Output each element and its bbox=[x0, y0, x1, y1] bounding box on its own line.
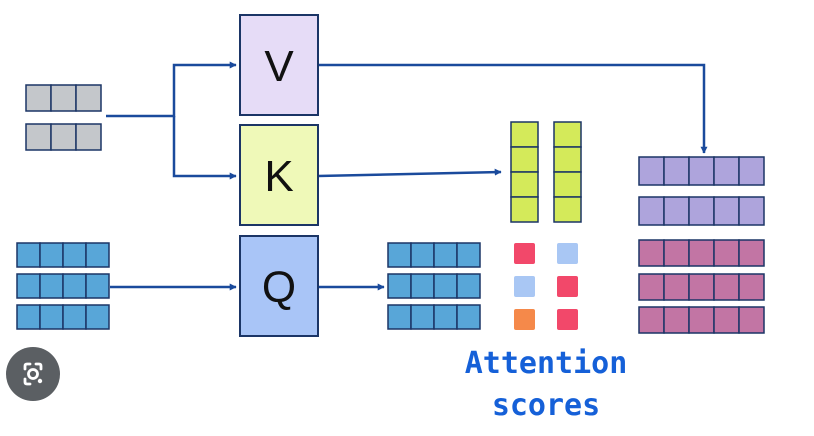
attention-score-square bbox=[557, 276, 578, 297]
query-vector-cell bbox=[387, 273, 412, 299]
google-lens-icon bbox=[23, 362, 43, 386]
output-vector-cell bbox=[688, 239, 715, 267]
key-vector-cell bbox=[553, 171, 582, 198]
google-lens-button[interactable] bbox=[6, 347, 60, 401]
output-vector-cell bbox=[638, 239, 665, 267]
output-vector-cell bbox=[638, 306, 665, 334]
query-vector-cell bbox=[433, 304, 458, 330]
input-token-cell bbox=[75, 84, 102, 112]
v-label: V bbox=[264, 42, 294, 91]
input-token-cell bbox=[25, 84, 52, 112]
query-input-cell bbox=[85, 304, 110, 330]
arrows bbox=[106, 61, 708, 291]
value-vector-cell bbox=[738, 156, 765, 186]
attention-score-square bbox=[557, 243, 578, 264]
key-vector-cell bbox=[553, 121, 582, 148]
query-vector-cell bbox=[410, 273, 435, 299]
key-vector-cell bbox=[553, 146, 582, 173]
k-to-keys-arrow bbox=[317, 168, 502, 178]
attention-score-square bbox=[514, 243, 535, 264]
query-input-cell bbox=[85, 242, 110, 268]
input-token-cell bbox=[50, 84, 77, 112]
output-vector-cell bbox=[663, 239, 690, 267]
query-input-cell bbox=[16, 242, 41, 268]
query-vector-cell bbox=[456, 304, 481, 330]
output-vector-cell bbox=[713, 273, 740, 301]
query-vector-cell bbox=[456, 242, 481, 268]
q-box: Q bbox=[239, 235, 319, 337]
query-input-cell bbox=[16, 273, 41, 299]
query-vector-cell bbox=[456, 273, 481, 299]
output-vector-cell bbox=[688, 273, 715, 301]
v-box: V bbox=[239, 14, 319, 116]
input-token-cell bbox=[50, 123, 77, 151]
key-vector-cell bbox=[553, 196, 582, 223]
q-label: Q bbox=[262, 263, 296, 312]
attention-score-square bbox=[514, 276, 535, 297]
key-vector-cell bbox=[510, 196, 539, 223]
query-input-cell bbox=[39, 304, 64, 330]
output-vector-cell bbox=[688, 306, 715, 334]
caption-line-2: scores bbox=[492, 388, 600, 423]
v-to-output-arrow bbox=[318, 63, 708, 154]
caption-line-1: Attention bbox=[465, 346, 628, 381]
attention-score-square bbox=[514, 309, 535, 330]
key-vector-cell bbox=[510, 171, 539, 198]
output-vector-cell bbox=[638, 273, 665, 301]
query-vector-cell bbox=[410, 242, 435, 268]
k-label: K bbox=[264, 152, 293, 201]
key-vector-cell bbox=[510, 146, 539, 173]
value-vector-cell bbox=[663, 156, 690, 186]
output-vector-cell bbox=[713, 239, 740, 267]
query-vector-cell bbox=[433, 273, 458, 299]
query-input-cell bbox=[85, 273, 110, 299]
output-vector-cell bbox=[738, 239, 765, 267]
output-vector-cell bbox=[738, 273, 765, 301]
value-vector-cell bbox=[688, 196, 715, 226]
query-input-cell bbox=[62, 304, 87, 330]
value-vector-cell bbox=[663, 196, 690, 226]
token-grids bbox=[16, 84, 765, 334]
query-input-cell bbox=[39, 242, 64, 268]
key-vector-cell bbox=[510, 121, 539, 148]
output-vector-cell bbox=[663, 273, 690, 301]
query-input-cell bbox=[16, 304, 41, 330]
output-vector-cell bbox=[663, 306, 690, 334]
output-vector-cell bbox=[738, 306, 765, 334]
input-to-v-arrow bbox=[106, 61, 237, 118]
value-vector-cell bbox=[638, 196, 665, 226]
query-vector-cell bbox=[387, 304, 412, 330]
query-vector-cell bbox=[410, 304, 435, 330]
output-vector-cell bbox=[713, 306, 740, 334]
input-token-cell bbox=[75, 123, 102, 151]
value-vector-cell bbox=[688, 156, 715, 186]
query-input-cell bbox=[62, 273, 87, 299]
value-vector-cell bbox=[638, 156, 665, 186]
attention-score-square bbox=[557, 309, 578, 330]
k-box: K bbox=[239, 124, 319, 226]
query-input-cell bbox=[39, 273, 64, 299]
query-input-cell bbox=[62, 242, 87, 268]
query-vector-cell bbox=[387, 242, 412, 268]
query-vector-cell bbox=[433, 242, 458, 268]
value-vector-cell bbox=[713, 196, 740, 226]
input-to-k-arrow bbox=[172, 116, 237, 180]
value-vector-cell bbox=[713, 156, 740, 186]
value-vector-cell bbox=[738, 196, 765, 226]
input-token-cell bbox=[25, 123, 52, 151]
